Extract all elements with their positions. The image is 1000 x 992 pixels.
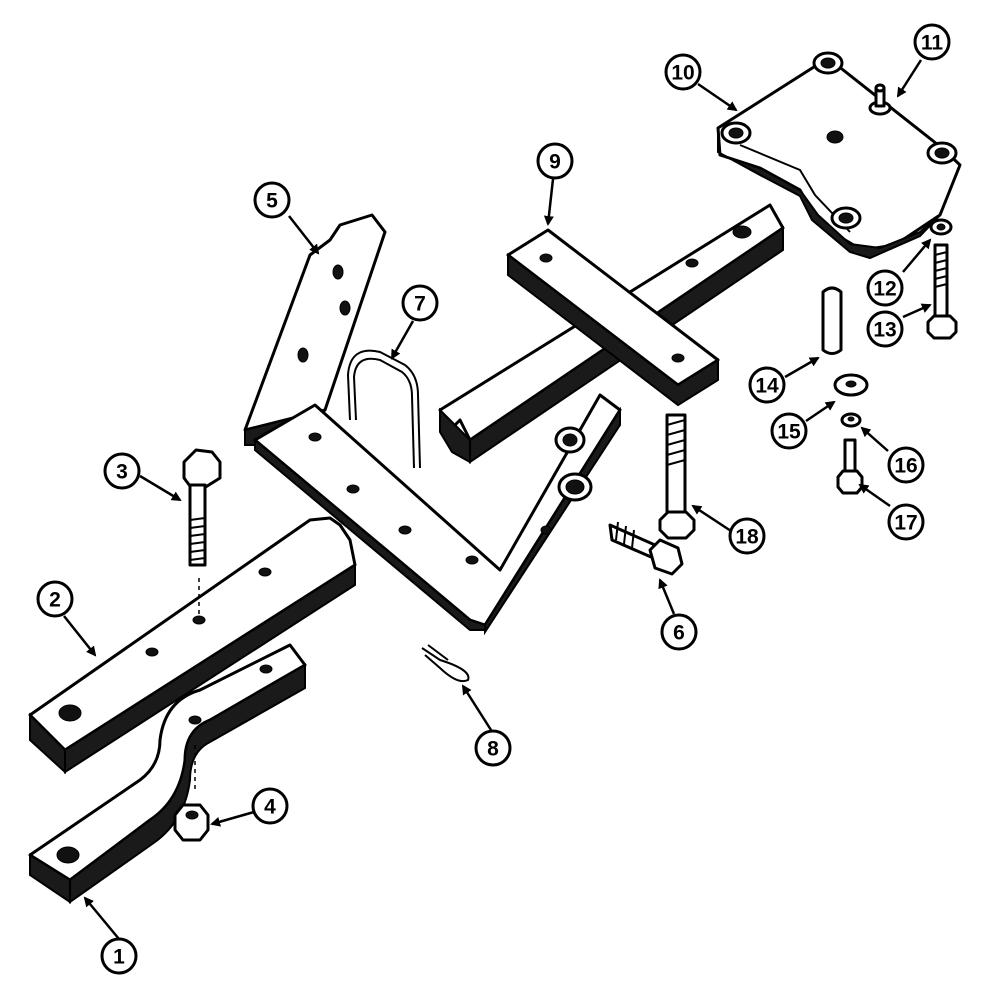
callout-17: 17 xyxy=(887,503,925,541)
cap-screw-part xyxy=(926,243,958,340)
pin-part xyxy=(821,286,843,355)
callout-label: 4 xyxy=(264,796,276,819)
callout-18: 18 xyxy=(728,517,766,555)
callout-5: 5 xyxy=(253,181,291,219)
callout-3: 3 xyxy=(103,452,141,490)
callout-15: 15 xyxy=(770,412,808,450)
callout-4: 4 xyxy=(251,787,289,825)
callout-label: 11 xyxy=(921,32,944,55)
callout-12: 12 xyxy=(866,269,904,307)
nut-part xyxy=(173,803,210,842)
callout-label: 12 xyxy=(873,278,896,301)
stud-part xyxy=(868,83,892,116)
callout-label: 1 xyxy=(113,946,125,969)
small-bolt-part xyxy=(836,438,864,495)
callout-11: 11 xyxy=(913,23,951,61)
mounting-plate-part xyxy=(716,51,962,260)
callout-label: 16 xyxy=(894,455,917,478)
callout-8: 8 xyxy=(474,729,512,767)
callout-label: 10 xyxy=(671,62,694,85)
callout-16: 16 xyxy=(887,446,925,484)
callout-label: 18 xyxy=(735,526,759,549)
u-bracket-part xyxy=(243,213,622,636)
callout-9: 9 xyxy=(536,142,574,180)
long-bolt-part xyxy=(658,413,696,540)
flat-washer-part xyxy=(833,373,869,397)
callout-2: 2 xyxy=(36,580,74,618)
callout-label: 9 xyxy=(549,151,561,174)
callout-10: 10 xyxy=(664,53,702,91)
hairpin-clip-part xyxy=(421,644,470,683)
callout-14: 14 xyxy=(748,366,786,404)
callout-label: 17 xyxy=(894,512,917,535)
bolt-part xyxy=(182,448,222,567)
drawbar-part xyxy=(28,516,357,775)
callout-label: 14 xyxy=(755,375,779,398)
callout-label: 15 xyxy=(777,421,801,444)
offset-drawbar-part xyxy=(28,643,307,904)
callout-label: 13 xyxy=(873,319,896,342)
lock-washer-part xyxy=(840,412,862,428)
callout-label: 5 xyxy=(266,190,278,213)
side-bolt-part xyxy=(608,521,684,576)
callout-label: 6 xyxy=(673,622,685,645)
callout-label: 3 xyxy=(116,461,128,484)
callout-label: 7 xyxy=(414,293,426,316)
callout-label: 8 xyxy=(487,738,499,761)
washer-part xyxy=(929,218,953,236)
callout-label: 2 xyxy=(49,589,61,612)
callout-1: 1 xyxy=(100,937,138,975)
support-bar-part xyxy=(438,203,785,464)
callout-6: 6 xyxy=(660,613,698,651)
callout-13: 13 xyxy=(866,310,904,348)
leader-lines xyxy=(63,59,932,940)
callout-7: 7 xyxy=(401,284,439,322)
